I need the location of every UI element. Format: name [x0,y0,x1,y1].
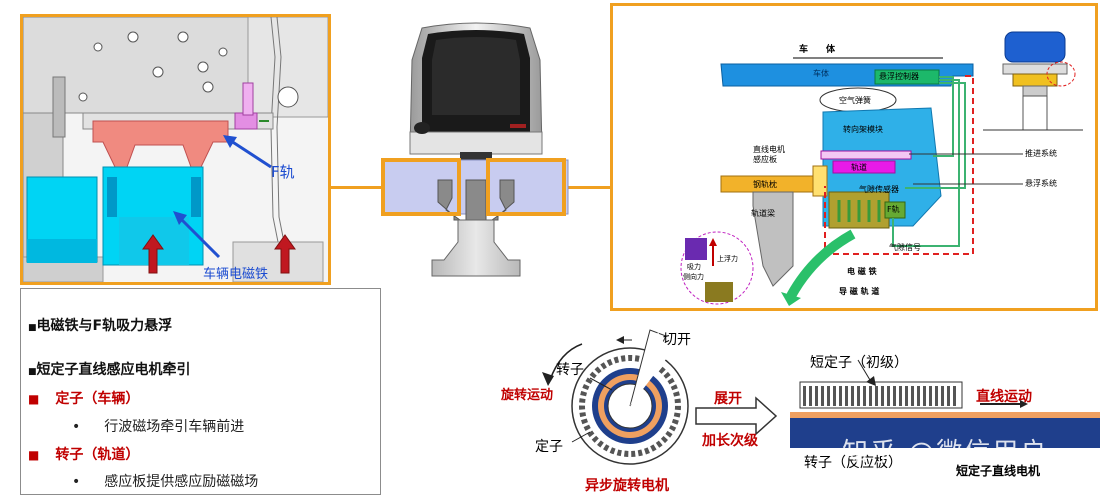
schematic-drawing [680,31,1083,306]
line2-text: 短定子直线感应电机牵引 [36,362,191,378]
stator-tooth [953,386,956,406]
label-electromagnet: 电 磁 铁 [847,267,877,276]
stator-tooth [923,386,926,406]
label-lengthen: 加长次级 [702,433,758,449]
line1-text: 电磁铁与F轨吸力悬浮 [36,318,173,334]
stator-tooth [863,386,866,406]
stator-tooth [941,386,944,406]
label-cut: 切开 [663,332,691,348]
label-reaction-plate: 感应板 [753,155,777,164]
stator-description: • 行波磁场牵引车辆前进 [72,416,244,436]
stator-tooth [803,386,806,406]
label-f-rail: F轨 [887,205,900,214]
stator-tooth [899,386,902,406]
stator-tooth [815,386,818,406]
label-gap-signal: 气隙信号 [889,243,921,252]
stator-tooth [881,386,884,406]
label-async-motor: 异步旋转电机 [585,478,669,494]
label-gap-sensor: 气隙传感器 [859,185,899,194]
levitation-system-schematic: 车 体 车体 悬浮控制器 空气弹簧 转向架模块 直线电机 感应板 钢轨枕 轨道梁… [610,3,1098,311]
stator-tooth [875,386,878,406]
stator-tooth [911,386,914,406]
stator-tooth [893,386,896,406]
stator-tooth [839,386,842,406]
stator-tooth [887,386,890,406]
stator-tooth [869,386,872,406]
label-unfold: 展开 [714,391,742,407]
stator-tooth [857,386,860,406]
label-attraction: 吸力 [687,263,701,271]
magnet-rail-cad-drawing [23,17,328,282]
label-short-stator-motor: 短定子直线电机 [956,464,1041,478]
stator-tooth [851,386,854,406]
rotor-title: 转子（轨道） [55,447,140,463]
magnet-rail-panel: F轨 车辆电磁铁 [20,14,331,285]
stator-tooth [947,386,950,406]
line1-marker: ■ [28,323,37,333]
label-propulsion-system: 推进系统 [1025,149,1057,158]
label-air-spring: 空气弹簧 [839,96,871,105]
label-stator: 定子 [535,439,563,455]
label-short-stator: 短定子（初级） [810,355,908,371]
motor-unfold-drawing [542,329,1100,465]
rotor-desc: 感应板提供感应励磁磁场 [104,474,259,490]
label-track-beam: 轨道梁 [751,209,775,218]
label-upward-force: 上浮力 [717,255,738,263]
label-guide-rail: 导 磁 轨 道 [839,287,880,296]
stator-marker: ■ [28,392,40,406]
f-rail-label: F轨 [271,163,295,181]
label-steel-sleeper: 钢轨枕 [753,180,777,189]
label-car-sub: 车体 [813,69,829,78]
text-line-1: ■电磁铁与F轨吸力悬浮 [28,315,172,335]
zoom-box-left [381,158,461,216]
stator-tooth [935,386,938,406]
rotor-marker: ■ [28,448,40,462]
stator-tooth [929,386,932,406]
stator-tooth [833,386,836,406]
label-bogie-module: 转向架模块 [843,125,883,134]
label-linear-motor: 直线电机 [753,145,785,154]
stator-tooth [917,386,920,406]
label-rail: 轨道 [851,163,867,172]
rotor-heading: ■ 转子（轨道） [28,444,139,464]
connector-right [567,186,610,189]
zoom-box-right [486,158,566,216]
line2-marker: ■ [28,367,37,377]
stator-tooth [845,386,848,406]
stator-title: 定子（车辆） [55,391,140,407]
stator-teeth [803,386,956,406]
connector-left [331,186,382,189]
train-on-track-drawing [383,22,569,277]
label-car-body: 车 体 [799,45,836,55]
description-box [20,288,381,495]
rotor-description: • 感应板提供感应励磁磁场 [72,471,258,491]
label-lateral-force: 侧向力 [683,273,704,281]
stator-tooth [827,386,830,406]
stator-tooth [809,386,812,406]
stator-desc: 行波磁场牵引车辆前进 [104,419,245,435]
label-rotary-motion: 旋转运动 [501,388,554,403]
label-rotor-reaction: 转子（反应板） [804,455,902,471]
stator-tooth [905,386,908,406]
label-rotor-top: 转子 [556,362,584,378]
rotor-dot: • [72,474,81,490]
label-linear-motion: 直线运动 [976,389,1032,405]
stator-heading: ■ 定子（车辆） [28,388,139,408]
stator-dot: • [72,419,81,435]
label-levitation-system: 悬浮系统 [1025,179,1057,188]
watermark: 知乎 @微信用户 [842,438,1049,468]
vehicle-magnet-label: 车辆电磁铁 [203,267,269,282]
stator-tooth [821,386,824,406]
text-line-2: ■短定子直线感应电机牵引 [28,359,191,379]
label-levitation-controller: 悬浮控制器 [879,72,919,81]
